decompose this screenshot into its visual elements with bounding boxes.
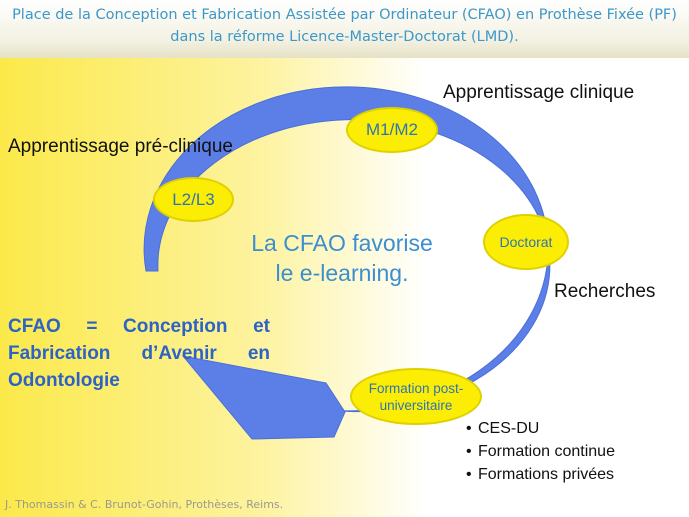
cycle-arrowhead [181,355,346,440]
center-line-1: La CFAO favorise [251,230,433,256]
node-l2l3: L2/L3 [153,177,234,222]
formation-list: CES-DU Formation continue Formations pri… [466,417,615,486]
header-band: Place de la Conception et Fabrication As… [0,0,689,58]
label-apprentissage-clinique: Apprentissage clinique [443,82,635,103]
center-line-2: le e-learning. [275,260,409,286]
list-item: Formation continue [466,440,615,463]
slide-title: Place de la Conception et Fabrication As… [12,7,677,45]
node-doctorat-label: Doctorat [499,234,553,250]
list-item: Formations privées [466,463,615,486]
center-statement: La CFAO favorise le e-learning. [222,228,462,288]
label-recherches: Recherches [554,281,656,302]
node-m1m2: M1/M2 [346,107,438,153]
node-formation-post-universitaire: Formation post-universitaire [350,368,482,425]
node-m1m2-label: M1/M2 [366,120,418,139]
node-doctorat: Doctorat [483,214,569,270]
node-formation-label: Formation post-universitaire [368,380,464,413]
cfao-definition: CFAO = Conception et Fabrication d’Aveni… [8,316,270,391]
footer-credit: J. Thomassin & C. Brunot-Gohin, Prothèse… [5,498,284,511]
list-item: CES-DU [466,417,615,440]
label-apprentissage-preclinique: Apprentissage pré-clinique [8,136,233,157]
node-l2l3-label: L2/L3 [172,189,215,209]
